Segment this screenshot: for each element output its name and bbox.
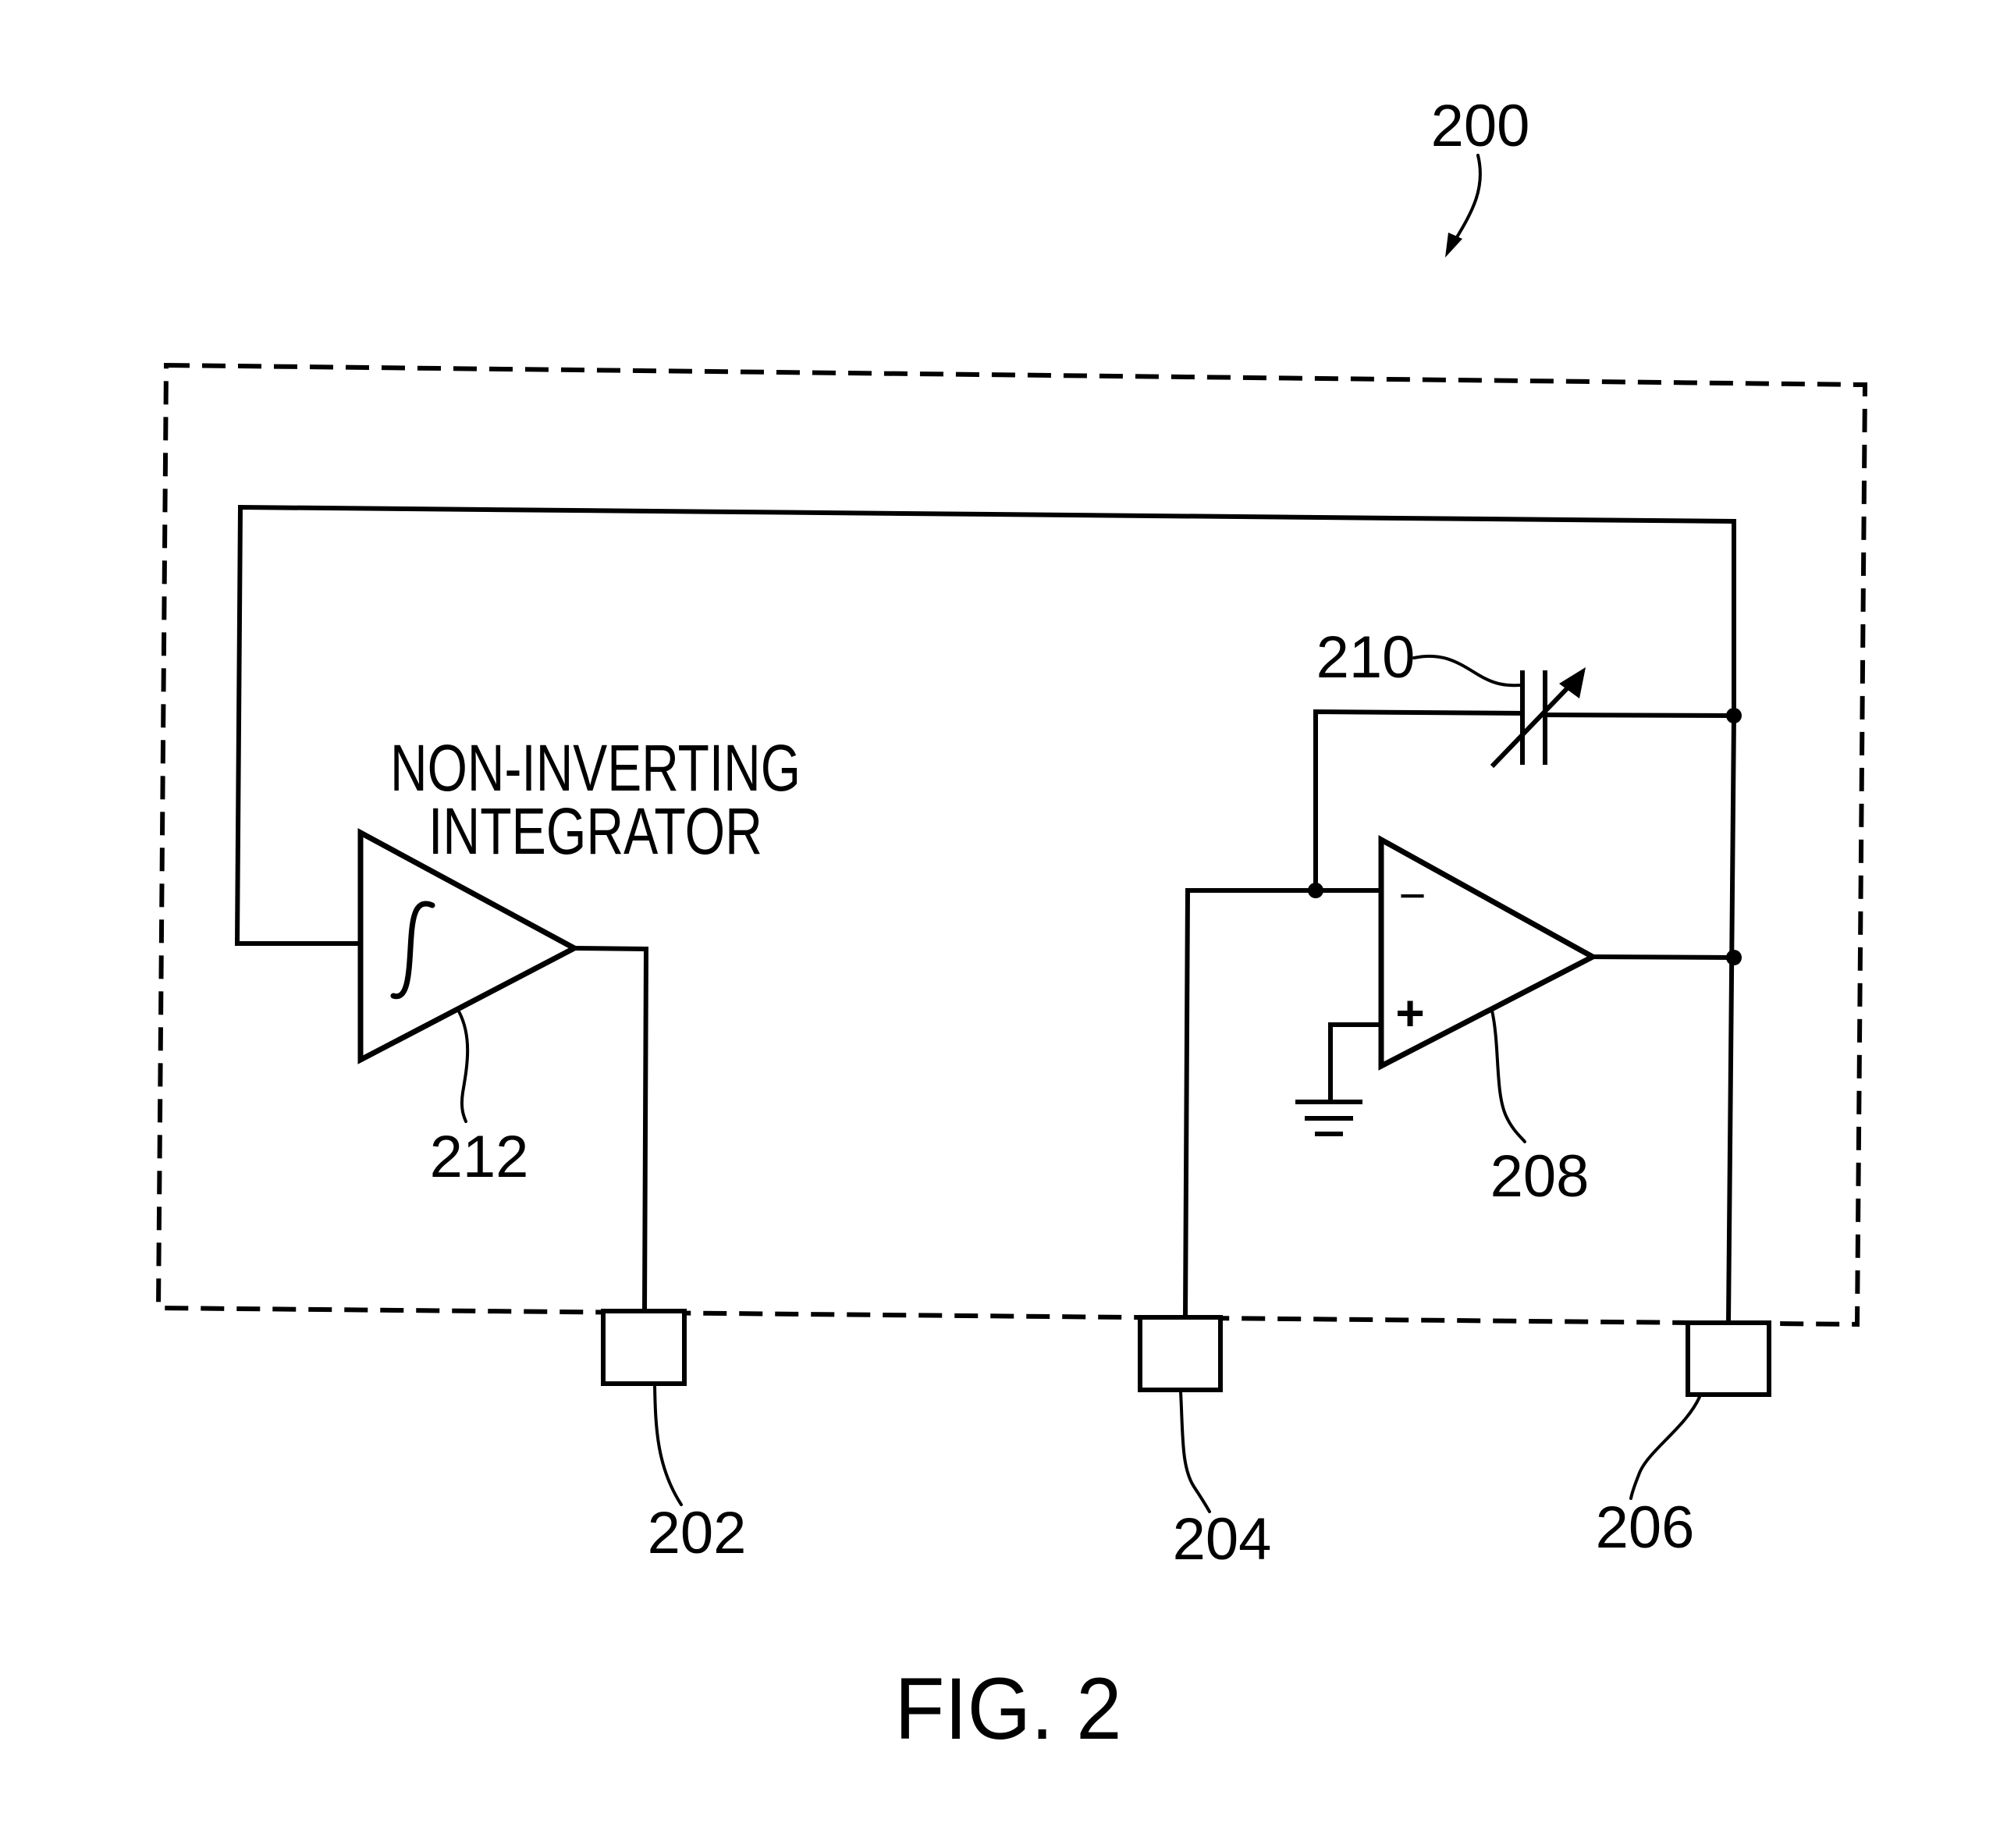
integrator-ref-label: 212 [430, 1124, 529, 1190]
pad-202-label: 202 [648, 1500, 747, 1566]
junction-dot-inverting [1308, 883, 1323, 898]
integrator-label-line2: INTEGRATOR [428, 794, 762, 868]
capacitor-right-wire [1545, 715, 1734, 716]
capacitor-ref-label: 210 [1316, 624, 1416, 691]
pad-202-box[interactable] [603, 1311, 684, 1384]
integrator-label-line1: NON-INVERTING [390, 731, 801, 805]
pad-206-label: 206 [1596, 1494, 1695, 1561]
inverting-input-symbol: − [1398, 869, 1426, 922]
noninverting-input-symbol: + [1395, 985, 1424, 1041]
circuit-ref-label: 200 [1431, 93, 1530, 159]
opamp-output-wire [1593, 957, 1734, 958]
pad-206-box[interactable] [1688, 1323, 1769, 1395]
pad-204-label: 204 [1173, 1506, 1272, 1573]
figure-caption: FIG. 2 [895, 1660, 1122, 1757]
pad-204-box[interactable] [1140, 1317, 1220, 1390]
junction-dot-capacitor [1726, 708, 1742, 723]
junction-dot-output [1726, 950, 1742, 965]
opamp-ref-label: 208 [1490, 1143, 1590, 1210]
